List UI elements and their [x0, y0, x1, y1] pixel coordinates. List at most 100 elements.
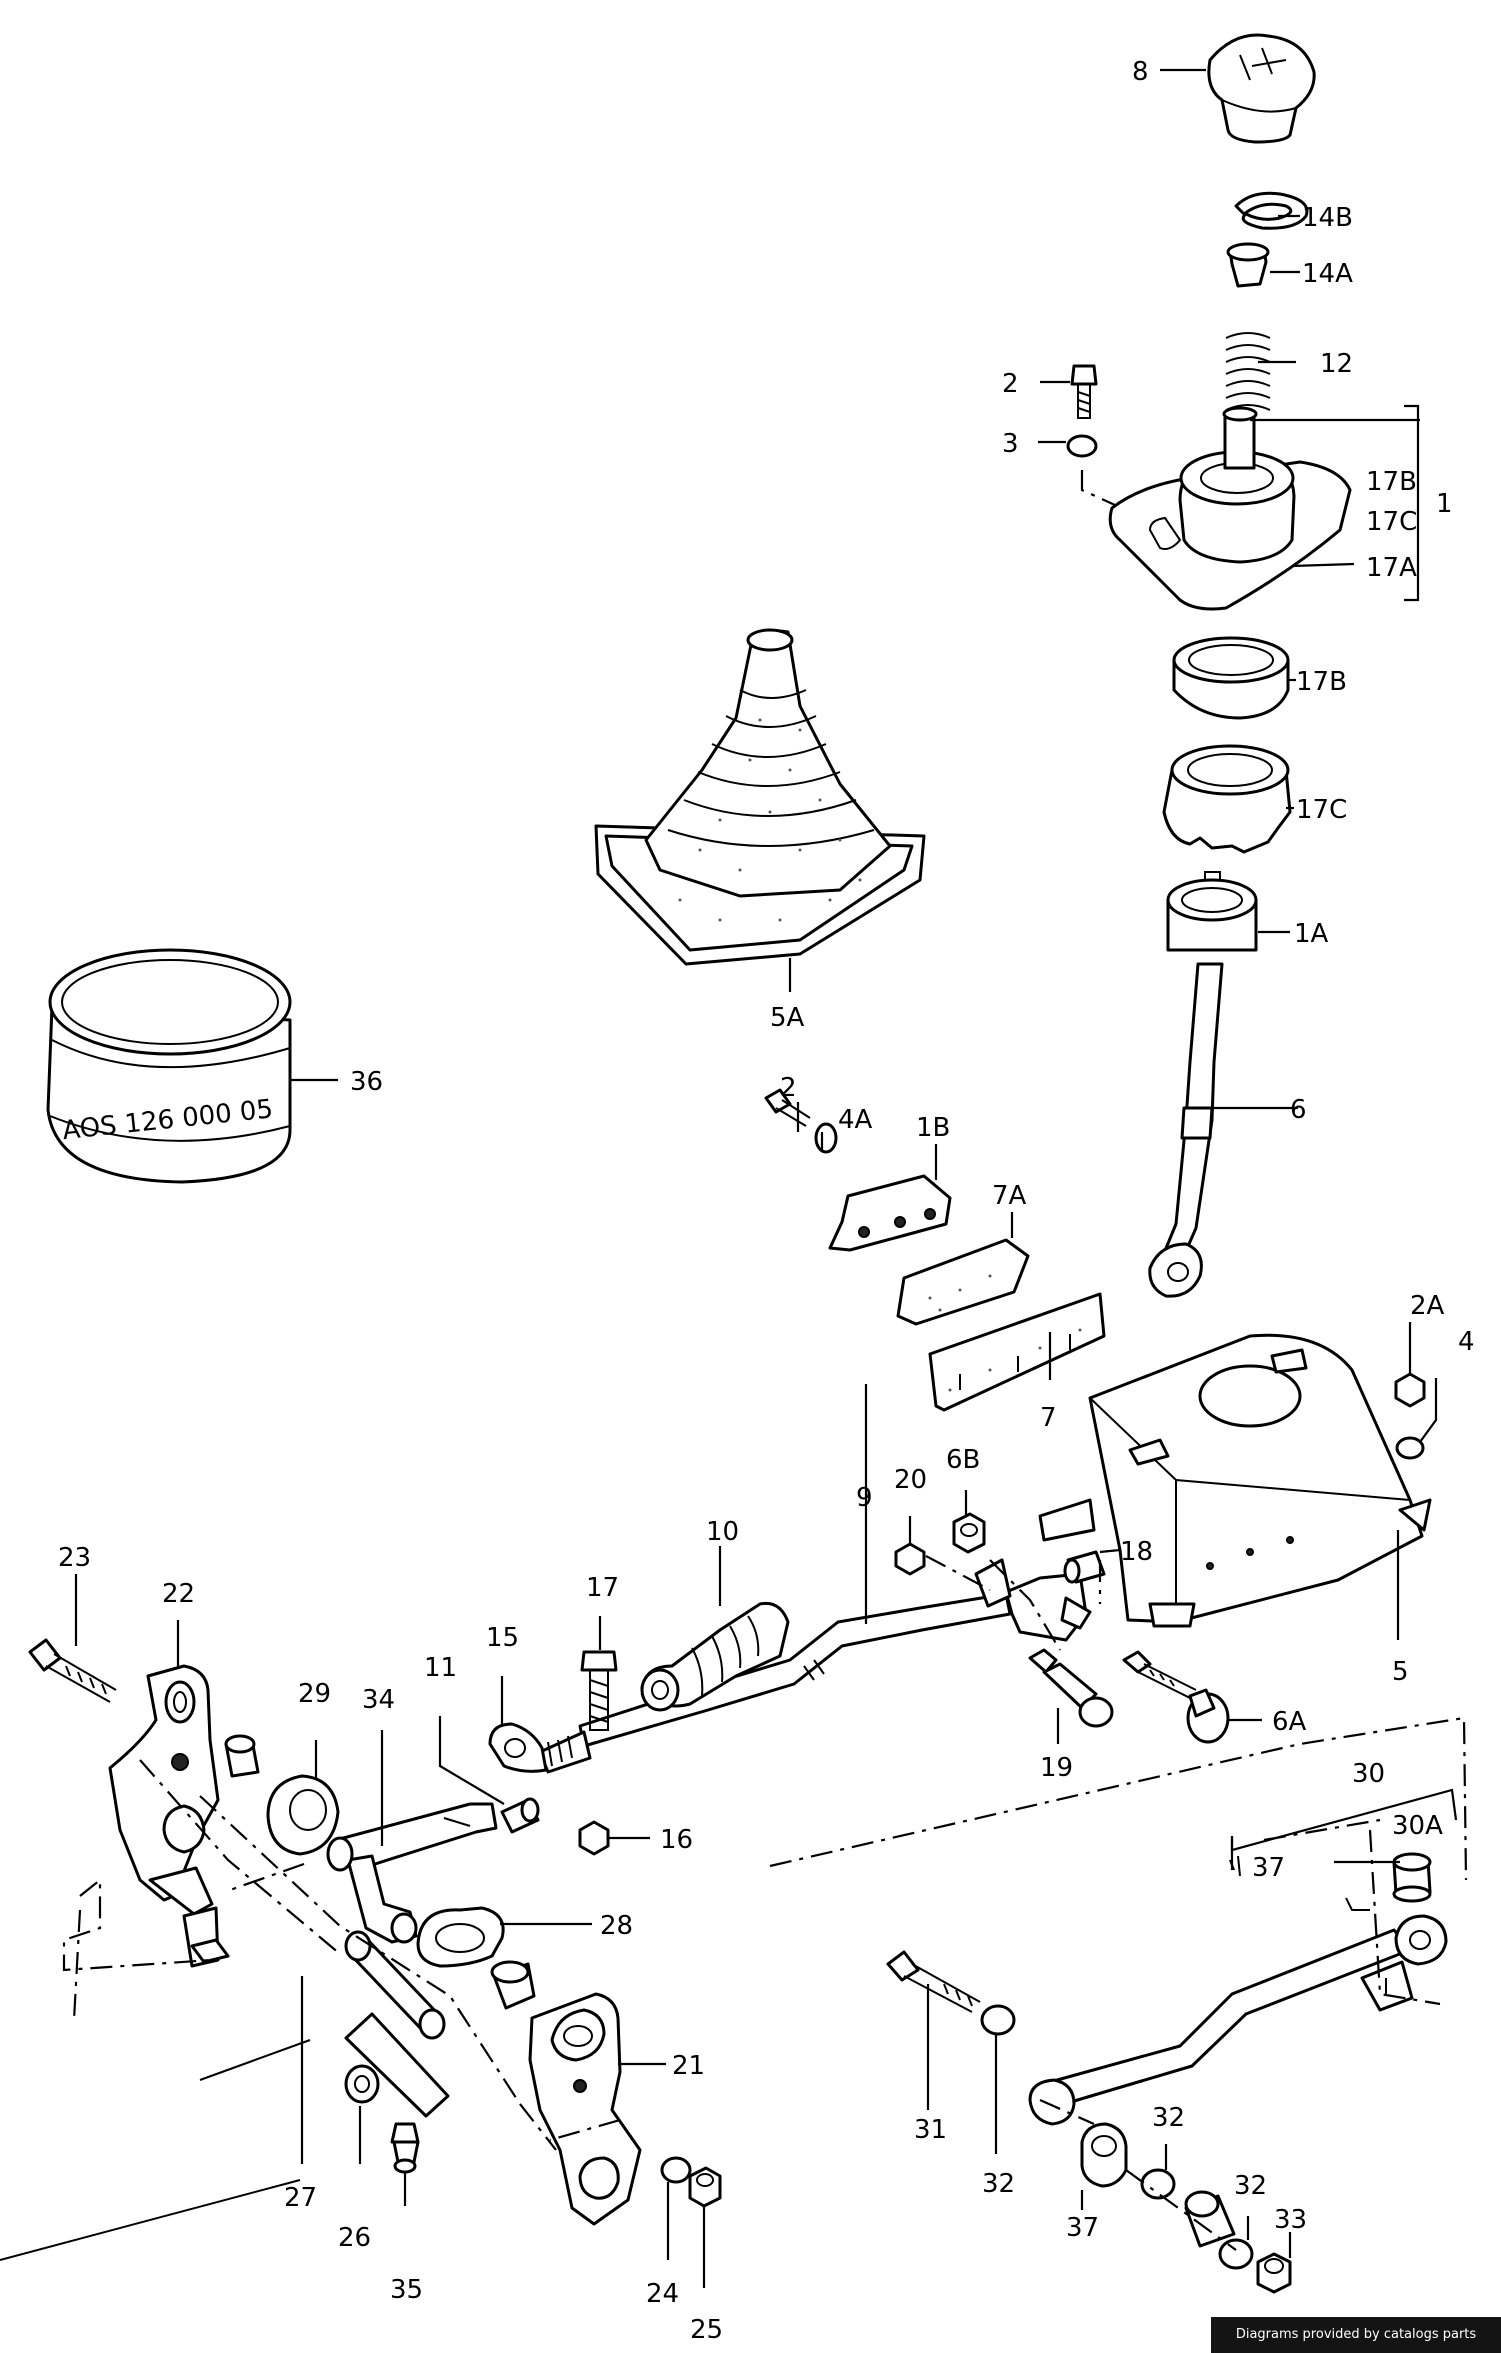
- label-17: 17: [586, 1573, 619, 1603]
- grommet-28: [416, 1906, 505, 1968]
- gear-lever: [1148, 962, 1224, 1298]
- label-32-b: 32: [1152, 2103, 1185, 2133]
- bolt-17: [580, 1650, 618, 1731]
- plate-7: [928, 1292, 1106, 1412]
- label-32-c: 32: [1234, 2171, 1267, 2201]
- selector-rod-37: [1028, 1914, 1448, 2126]
- lever-housing: [1038, 1333, 1432, 1628]
- spacer: [1184, 2190, 1236, 2248]
- label-34: 34: [362, 1685, 395, 1715]
- label-32-a: 32: [982, 2169, 1015, 2199]
- label-29: 29: [298, 1679, 331, 1709]
- label-3: 3: [1002, 429, 1019, 459]
- bolt-23: [28, 1638, 117, 1703]
- bearing-ring-17b: [1172, 636, 1290, 720]
- shift-lever-bush: [1226, 242, 1270, 288]
- circlip: [1234, 191, 1309, 230]
- rubber-bush-29: [266, 1774, 340, 1856]
- label-2-mid: 2: [780, 1073, 797, 1103]
- guide-ring: [1166, 871, 1258, 952]
- label-4: 4: [1458, 1327, 1475, 1357]
- label-22: 22: [162, 1579, 195, 1609]
- grease-nipple-35: [390, 2122, 420, 2174]
- bush-30a: [1392, 1852, 1432, 1903]
- shift-knob: [1207, 33, 1316, 144]
- washer-top: [1066, 434, 1098, 458]
- label-8: 8: [1132, 57, 1149, 87]
- bush-11: [500, 1797, 540, 1834]
- label-17c: 17C: [1296, 795, 1347, 825]
- stamped-ring-band: AOS 126 000 05: [46, 948, 292, 1184]
- bolt-19: [1028, 1648, 1114, 1728]
- washer-32-c: [1218, 2238, 1254, 2270]
- label-1b: 1B: [916, 1113, 950, 1143]
- bracket-1b: [828, 1174, 952, 1252]
- spring: [1225, 332, 1271, 411]
- label-5: 5: [1392, 1657, 1409, 1687]
- label-31: 31: [914, 2115, 947, 2145]
- label-4a: 4A: [838, 1105, 873, 1135]
- label-16: 16: [660, 1825, 693, 1855]
- label-7: 7: [1040, 1403, 1057, 1433]
- label-20: 20: [894, 1465, 927, 1495]
- label-9: 9: [856, 1483, 873, 1513]
- label-26: 26: [338, 2223, 371, 2253]
- bolt-top: [1070, 364, 1098, 419]
- label-12: 12: [1320, 349, 1353, 379]
- t-fitting-26: [344, 2012, 450, 2118]
- nut-20: [894, 1542, 926, 1576]
- nut-25: [688, 2166, 722, 2208]
- nut-6b: [952, 1512, 986, 1554]
- bush-37-lower: [1080, 2122, 1128, 2188]
- washer-24: [660, 2156, 692, 2184]
- label-27: 27: [284, 2183, 317, 2213]
- nut-16: [578, 1820, 610, 1856]
- label-19: 19: [1040, 1753, 1073, 1783]
- label-25: 25: [690, 2315, 723, 2345]
- nut-2a: [1394, 1372, 1426, 1408]
- label-18: 18: [1120, 1537, 1153, 1567]
- label-6: 6: [1290, 1095, 1307, 1125]
- bearing-ring-17c: [1162, 744, 1292, 854]
- lever-housing-assembly: [1108, 406, 1352, 611]
- washer-32-b: [1140, 2168, 1176, 2200]
- label-30a: 30A: [1392, 1811, 1443, 1841]
- label-24: 24: [646, 2279, 679, 2309]
- bracket-22: [108, 1664, 230, 1968]
- bolt-31: [886, 1950, 981, 2013]
- label-30: 30: [1352, 1759, 1385, 1789]
- label-17b: 17B: [1296, 667, 1347, 697]
- label-2-top: 2: [1002, 369, 1019, 399]
- label-1a: 1A: [1294, 919, 1329, 949]
- shift-rod: [538, 1558, 1092, 1774]
- label-6a: 6A: [1272, 1707, 1307, 1737]
- label-7a: 7A: [992, 1181, 1027, 1211]
- clamp-15: [488, 1722, 548, 1773]
- washer-4: [1395, 1436, 1425, 1460]
- label-35: 35: [390, 2275, 423, 2305]
- label-37-top: 37: [1252, 1853, 1285, 1883]
- leader-lines: [74, 68, 1438, 2288]
- connecting-pin-34: [326, 1802, 498, 1944]
- bush-18: [1063, 1550, 1106, 1584]
- nut-33: [1256, 2252, 1292, 2294]
- label-14b: 14B: [1302, 203, 1353, 233]
- label-11: 11: [424, 1653, 457, 1683]
- bush-left-of-21: [490, 1960, 536, 2010]
- label-5a: 5A: [770, 1003, 805, 1033]
- tube-27: [344, 1930, 446, 2040]
- washer-4a: [814, 1122, 838, 1154]
- label-1: 1: [1436, 489, 1453, 519]
- bolt-mid: [764, 1088, 811, 1127]
- label-2a: 2A: [1410, 1291, 1445, 1321]
- rod-boot: [640, 1601, 790, 1712]
- bracket-21: [528, 1992, 642, 2226]
- label-17c-assy: 17C: [1366, 507, 1417, 537]
- credit-banner: Diagrams provided by catalogs parts: [1211, 2317, 1501, 2353]
- label-14a: 14A: [1302, 259, 1353, 289]
- washer-32-a: [980, 2004, 1016, 2036]
- label-33: 33: [1274, 2205, 1307, 2235]
- label-17a: 17A: [1366, 553, 1417, 583]
- label-21: 21: [672, 2051, 705, 2081]
